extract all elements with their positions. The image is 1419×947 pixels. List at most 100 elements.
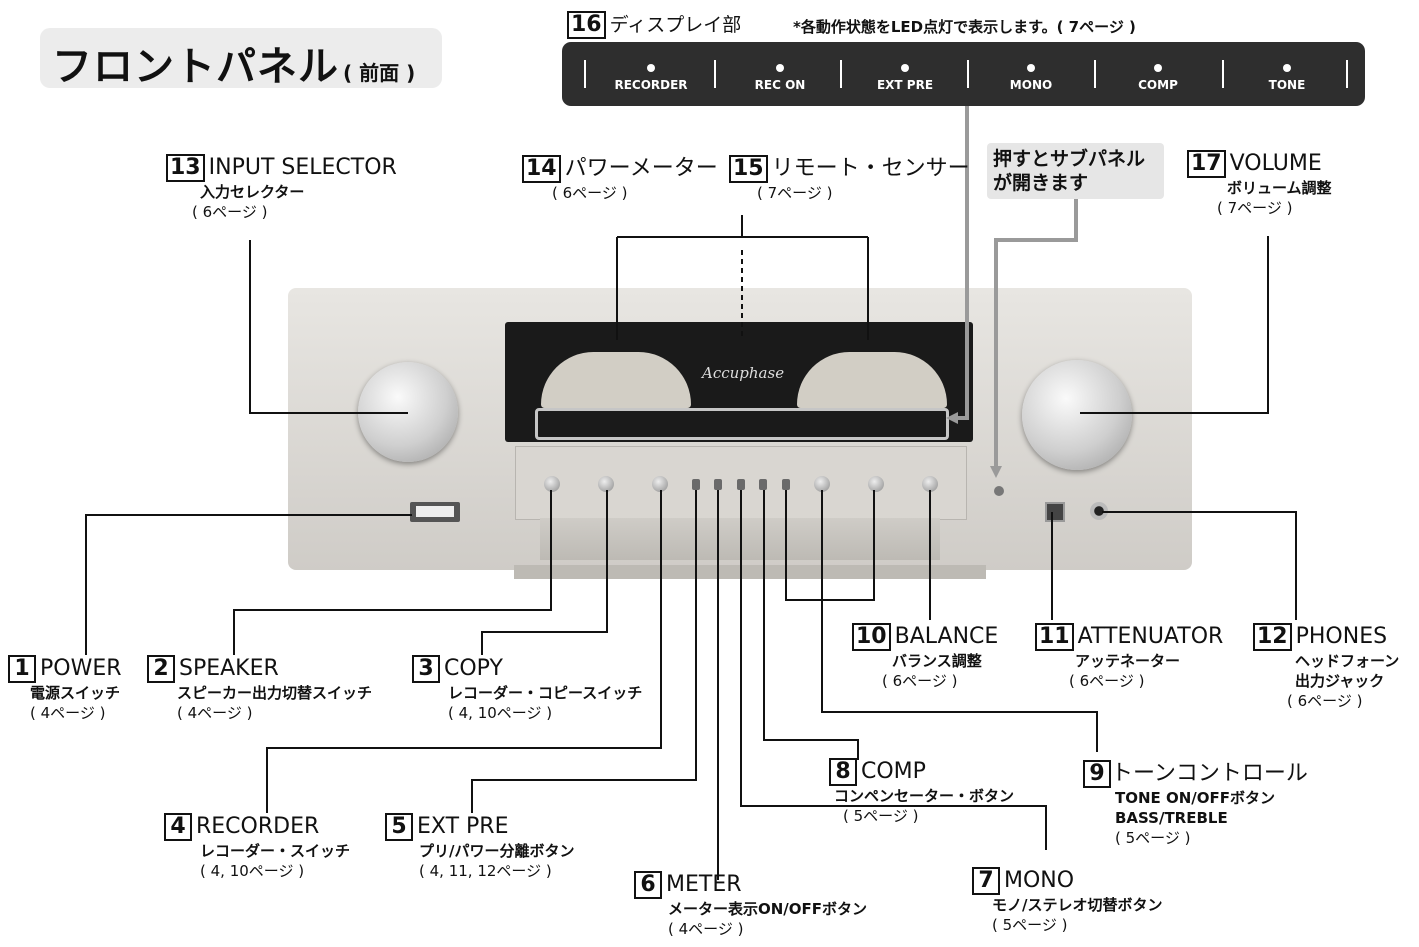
display-item: TONE: [1228, 42, 1346, 106]
item-label: METER: [666, 872, 742, 897]
item-number: 15: [729, 155, 768, 183]
item-label: RECORDER: [196, 814, 320, 839]
display-item: REC ON: [722, 42, 838, 106]
display-divider: [1094, 60, 1096, 88]
display-divider: [967, 60, 969, 88]
leader-tone-bracket: [785, 490, 875, 601]
subpanel-arrow: [990, 466, 1002, 478]
copy-knob[interactable]: [598, 476, 614, 492]
leader-comp: [763, 490, 859, 760]
item-sub: モノ/ステレオ切替ボタン: [992, 896, 1163, 914]
power-switch[interactable]: [410, 502, 460, 522]
item-sub: コンペンセーター・ボタン: [834, 787, 1015, 805]
leader-recorder: [266, 490, 662, 813]
item-label: POWER: [40, 656, 122, 681]
item-sub: ヘッドフォーン: [1295, 652, 1400, 670]
page-title-sub: ( 前面 ): [343, 61, 416, 85]
item-label: COMP: [861, 759, 926, 784]
subpanel-callout: 押すとサブパネルが開きます: [987, 143, 1164, 199]
tone-button[interactable]: [782, 479, 790, 490]
power-switch-face: [416, 506, 454, 517]
left-meter-face: [541, 352, 691, 408]
item-page: ( 5ページ ): [1115, 829, 1191, 847]
item-label: ATTENUATOR: [1077, 624, 1224, 649]
phones-jack[interactable]: [1090, 502, 1108, 520]
item-label: PHONES: [1295, 624, 1388, 649]
item-page: ( 5ページ ): [843, 807, 919, 825]
subpanel-open-button[interactable]: [994, 486, 1004, 496]
brand-logo: Accuphase: [702, 364, 785, 382]
item-number: 13: [166, 154, 205, 182]
item-label: パワーメーター: [564, 156, 718, 181]
display-item-label: MONO: [1009, 78, 1053, 92]
leader-speaker: [233, 490, 552, 655]
speaker-knob[interactable]: [544, 476, 560, 492]
display-item-label: TONE: [1268, 78, 1306, 92]
item-label: VOLUME: [1229, 151, 1322, 176]
item-sub: レコーダー・スイッチ: [200, 842, 351, 860]
led-indicator: [776, 64, 784, 72]
leader-power: [85, 514, 412, 655]
item-sub: スピーカー出力切替スイッチ: [177, 684, 373, 702]
recorder-knob[interactable]: [652, 476, 668, 492]
display-item: COMP: [1099, 42, 1217, 106]
panel-foot: [514, 565, 986, 579]
item-page: ( 4, 10ページ ): [200, 862, 305, 880]
page-title-box: [40, 28, 442, 88]
led-indicator: [901, 64, 909, 72]
leader-volume: [1080, 236, 1269, 414]
item-page: ( 4, 10ページ ): [448, 704, 553, 722]
item-page: ( 7ページ ): [757, 184, 833, 202]
item-sub: 電源スイッチ: [30, 684, 121, 702]
leader-input-selector: [249, 240, 408, 414]
display-note: *各動作状態をLED点灯で表示します。( 7ページ ): [793, 18, 1136, 36]
display-arrow: [946, 412, 958, 424]
volume-knob[interactable]: [1022, 360, 1132, 470]
leader-copy: [481, 490, 608, 655]
page-title-main: フロントパネル: [52, 44, 339, 90]
item-number: 3: [412, 655, 440, 683]
display-divider: [840, 60, 842, 88]
display-item-label: RECORDER: [614, 78, 688, 92]
leader-mono: [740, 490, 1047, 850]
meter-button[interactable]: [714, 479, 722, 490]
balance-knob[interactable]: [922, 476, 938, 492]
callout-line-2: が開きます: [993, 172, 1089, 194]
ext-pre-button[interactable]: [692, 479, 700, 490]
led-indicator: [1027, 64, 1035, 72]
item-number: 9: [1083, 760, 1111, 788]
display-divider: [584, 60, 586, 88]
item-number: 8: [829, 758, 857, 786]
mono-button[interactable]: [737, 479, 745, 490]
display-label: ディスプレイ部: [609, 14, 742, 36]
leader-ext-pre: [471, 490, 697, 813]
display-divider: [714, 60, 716, 88]
attenuator-button[interactable]: [1045, 502, 1065, 522]
comp-button[interactable]: [759, 479, 767, 490]
item-page: ( 5ページ ): [992, 916, 1068, 934]
treble-knob[interactable]: [868, 476, 884, 492]
item-page: ( 6ページ ): [882, 672, 958, 690]
led-indicator: [647, 64, 655, 72]
item-sub: 入力セレクター: [200, 183, 305, 201]
bass-knob[interactable]: [814, 476, 830, 492]
item-page: ( 6ページ ): [192, 203, 268, 221]
item-sub: TONE ON/OFFボタン: [1115, 789, 1276, 807]
item-sub: レコーダー・コピースイッチ: [448, 684, 643, 702]
display-panel: RECORDER REC ON EXT PRE MONO COMP TONE: [562, 42, 1365, 106]
item-number: 1: [8, 655, 36, 683]
item-page: ( 4ページ ): [30, 704, 106, 722]
item-page: ( 4, 11, 12ページ ): [419, 862, 552, 880]
power-meter-window: Accuphase: [505, 322, 973, 442]
